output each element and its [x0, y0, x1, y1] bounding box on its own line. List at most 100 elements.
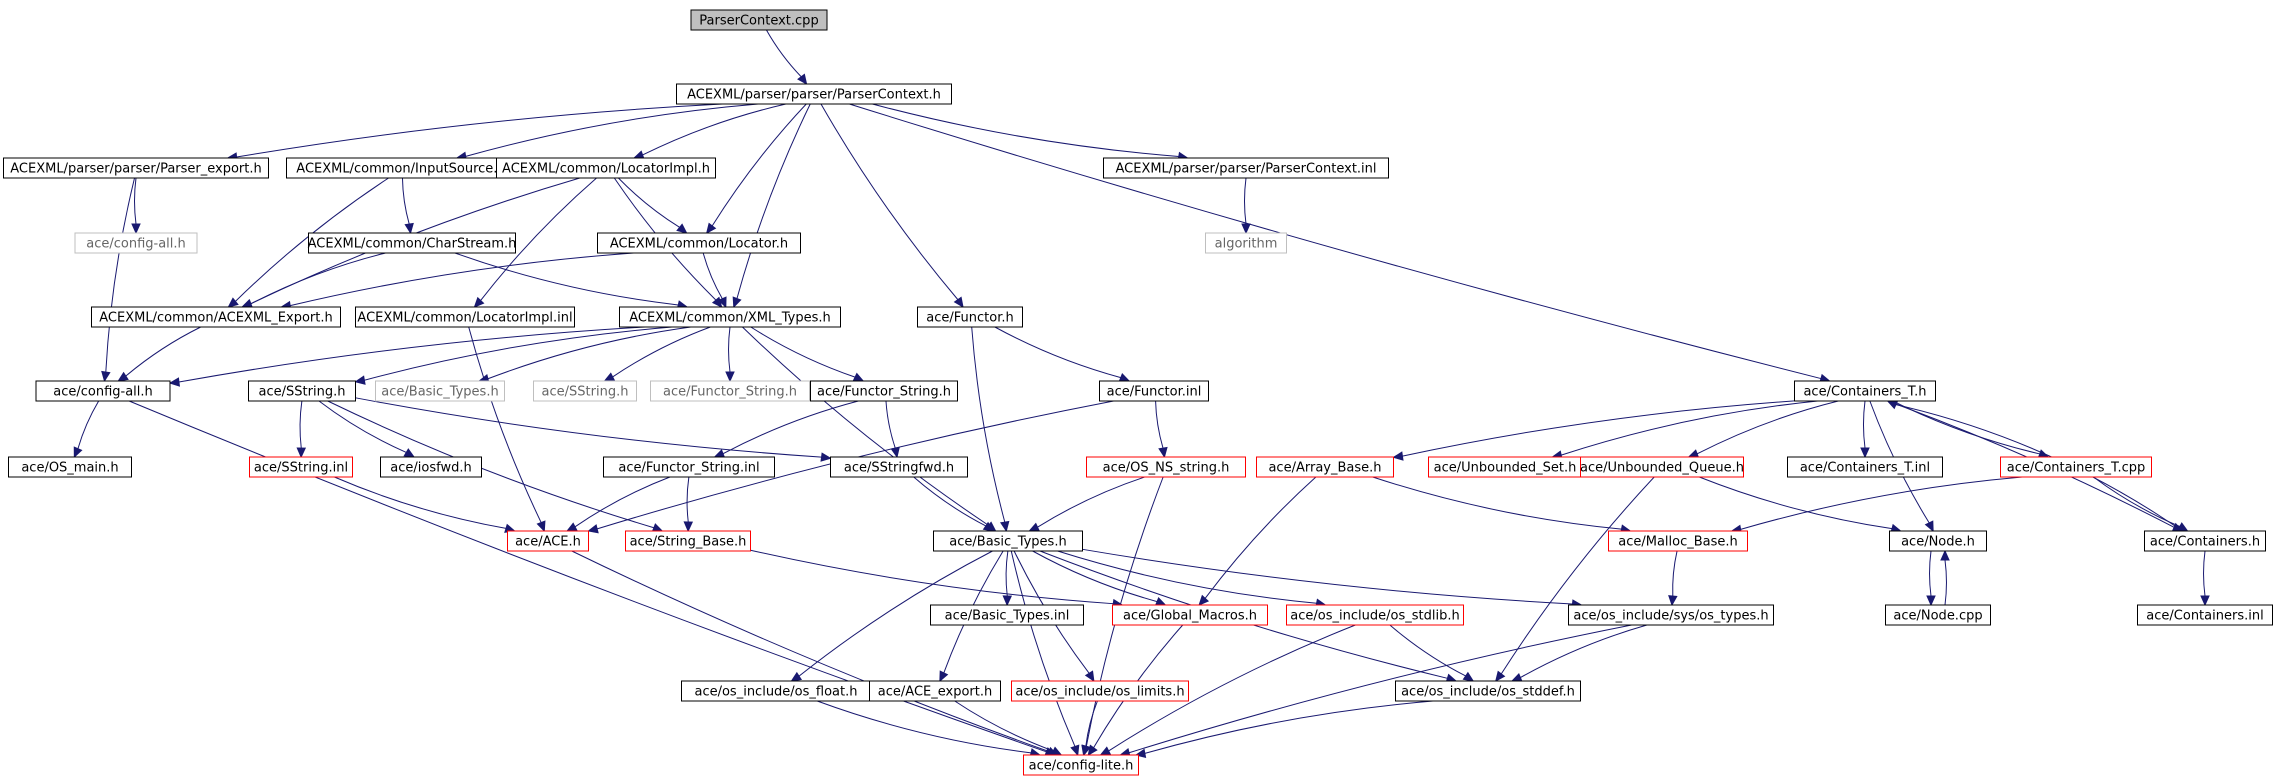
- node-label: ace/config-all.h: [86, 237, 186, 252]
- edge-xmlt-to-bt: [742, 326, 997, 532]
- node-label: ace/SString.inl: [254, 461, 348, 476]
- edge-strbase-to-gmac: [750, 549, 1124, 609]
- node-box: [690, 9, 828, 31]
- node-box: [375, 380, 505, 402]
- node-label: ace/Node.h: [1901, 535, 1975, 550]
- node-label: ace/SString.h: [259, 385, 346, 400]
- node-ace-unbounded-set-h[interactable]: ace/Unbounded_Set.h: [1428, 456, 1582, 478]
- node-acexml-common-xml-types-h[interactable]: ACEXML/common/XML_Types.h: [619, 306, 841, 328]
- node-acexml-common-acexml-export-h[interactable]: ACEXML/common/ACEXML_Export.h: [91, 306, 341, 328]
- edge-xmlt-to-fstr: [750, 326, 865, 382]
- node-ace-basic-types-inl[interactable]: ace/Basic_Types.inl: [930, 604, 1084, 626]
- node-box: [507, 530, 589, 552]
- node-label: ace/OS_main.h: [21, 461, 118, 476]
- node-label: ACEXML/parser/parser/ParserContext.h: [687, 88, 941, 103]
- node-ace-functor-string-inl[interactable]: ace/Functor_String.inl: [603, 456, 775, 478]
- edge-pch-to-xmlt: [732, 103, 811, 309]
- edge-bt-to-gmac: [1032, 550, 1167, 606]
- node-ace-node-cpp[interactable]: ace/Node.cpp: [1885, 604, 1991, 626]
- edge-limplinl-to-ace: [468, 326, 546, 533]
- node-acexml-common-charstream-h[interactable]: ACEXML/common/CharStream.h: [308, 232, 517, 254]
- node-label: ace/String_Base.h: [630, 535, 747, 550]
- edge-abase-to-gmac: [1198, 476, 1317, 606]
- node-label: ace/config-lite.h: [1029, 759, 1134, 774]
- edge-xmlt-to-sstrx: [603, 326, 711, 382]
- node-ace-os-include-os-stddef-h[interactable]: ace/os_include/os_stddef.h: [1395, 680, 1581, 702]
- node-box: [1794, 380, 1936, 402]
- node-box: [869, 680, 1001, 702]
- node-label: ace/Functor_String.h: [817, 385, 951, 400]
- edge-ctt-to-uset: [1551, 400, 1818, 460]
- edge-ctt-to-abase: [1392, 400, 1795, 461]
- node-ace-functor-string-h[interactable]: ace/Functor_String.h: [810, 380, 958, 402]
- edge-pch-to-functor: [820, 103, 964, 309]
- node-ace-node-h[interactable]: ace/Node.h: [1889, 530, 1987, 552]
- node-label: ace/Functor.inl: [1107, 385, 1202, 400]
- node-ace-os-ns-string-h[interactable]: ace/OS_NS_string.h: [1086, 456, 1246, 478]
- node-ace-functor-inl[interactable]: ace/Functor.inl: [1099, 380, 1209, 402]
- node-acexml-parser-parser-parsercontext-inl[interactable]: ACEXML/parser/parser/ParserContext.inl: [1103, 157, 1389, 179]
- node-label: ace/SString.h: [542, 385, 629, 400]
- node-ace-os-include-os-stdlib-h[interactable]: ace/os_include/os_stdlib.h: [1286, 604, 1464, 626]
- node-ace-containers-t-h[interactable]: ace/Containers_T.h: [1794, 380, 1936, 402]
- node-acexml-common-locator-h[interactable]: ACEXML/common/Locator.h: [597, 232, 801, 254]
- node-box: [1086, 456, 1246, 478]
- node-ace-array-base-h[interactable]: ace/Array_Base.h: [1256, 456, 1394, 478]
- node-label: ace/Basic_Types.inl: [945, 609, 1070, 624]
- node-label: ace/Unbounded_Set.h: [1434, 461, 1577, 476]
- edge-fstr-to-sstrfwd: [885, 400, 900, 459]
- node-ace-string-base-h[interactable]: ace/String_Base.h: [625, 530, 751, 552]
- node-box: [1205, 232, 1287, 254]
- edge-pexp-to-cfgall1: [131, 177, 141, 235]
- node-ace-config-lite-h[interactable]: ace/config-lite.h: [1023, 754, 1139, 776]
- node-acexml-common-locatorimpl-h[interactable]: ACEXML/common/LocatorImpl.h: [496, 157, 716, 179]
- node-label: ACEXML/common/LocatorImpl.inl: [357, 311, 572, 326]
- edge-pch-to-limpl: [632, 103, 787, 160]
- node-ace-os-include-os-limits-h[interactable]: ace/os_include/os_limits.h: [1011, 680, 1189, 702]
- node-label: ace/Node.cpp: [1893, 609, 1982, 624]
- edge-functor-to-finl: [994, 326, 1131, 382]
- node-ace-containers-t-cpp[interactable]: ace/Containers_T.cpp: [2000, 456, 2152, 478]
- node-box: [1889, 530, 1987, 552]
- node-ace-os-include-sys-os-types-h[interactable]: ace/os_include/sys/os_types.h: [1568, 604, 1774, 626]
- node-ace-sstringfwd-h[interactable]: ace/SStringfwd.h: [830, 456, 968, 478]
- edge-ctt-to-cttinl: [1860, 400, 1870, 459]
- node-ace-sstring-h: ace/SString.h: [533, 380, 637, 402]
- node-acexml-parser-parser-parser-export-h[interactable]: ACEXML/parser/parser/Parser_export.h: [3, 157, 269, 179]
- edge-cfgall-to-osmain: [73, 400, 100, 459]
- node-ace-os-main-h[interactable]: ace/OS_main.h: [8, 456, 132, 478]
- node-acexml-common-locatorimpl-inl[interactable]: ACEXML/common/LocatorImpl.inl: [355, 306, 575, 328]
- node-acexml-parser-parser-parsercontext-h[interactable]: ACEXML/parser/parser/ParserContext.h: [676, 83, 952, 105]
- node-ace-basic-types-h[interactable]: ace/Basic_Types.h: [933, 530, 1083, 552]
- node-ace-ace-h[interactable]: ace/ACE.h: [507, 530, 589, 552]
- node-ace-sstring-inl[interactable]: ace/SString.inl: [249, 456, 353, 478]
- node-box: [830, 456, 968, 478]
- node-parsercontext-cpp[interactable]: ParserContext.cpp: [690, 9, 828, 31]
- node-ace-unbounded-queue-h[interactable]: ace/Unbounded_Queue.h: [1580, 456, 1744, 478]
- node-box: [308, 232, 516, 254]
- node-ace-sstring-h[interactable]: ace/SString.h: [248, 380, 356, 402]
- node-acexml-common-inputsource-h[interactable]: ACEXML/common/InputSource.h: [286, 157, 516, 179]
- node-ace-containers-t-inl[interactable]: ace/Containers_T.inl: [1787, 456, 1943, 478]
- node-ace-basic-types-h: ace/Basic_Types.h: [375, 380, 505, 402]
- edge-pch-to-loc: [705, 103, 807, 234]
- node-ace-global-macros-h[interactable]: ace/Global_Macros.h: [1112, 604, 1268, 626]
- node-ace-ace-export-h[interactable]: ace/ACE_export.h: [869, 680, 1001, 702]
- node-label: ace/Containers_T.inl: [1800, 461, 1930, 476]
- edge-chstr-to-xmlt: [454, 252, 689, 310]
- node-ace-malloc-base-h[interactable]: ace/Malloc_Base.h: [1608, 530, 1748, 552]
- node-ace-containers-h[interactable]: ace/Containers.h: [2144, 530, 2266, 552]
- node-box: [91, 306, 341, 328]
- node-ace-containers-inl[interactable]: ace/Containers.inl: [2137, 604, 2273, 626]
- node-label: ACEXML/parser/parser/Parser_export.h: [10, 162, 261, 177]
- node-box: [1395, 680, 1581, 702]
- node-ace-os-include-os-float-h[interactable]: ace/os_include/os_float.h: [681, 680, 871, 702]
- node-ace-functor-h[interactable]: ace/Functor.h: [917, 306, 1023, 328]
- node-ace-iosfwd-h[interactable]: ace/iosfwd.h: [380, 456, 482, 478]
- node-box: [1103, 157, 1389, 179]
- node-label: ace/os_include/os_stddef.h: [1401, 685, 1575, 700]
- node-ace-config-all-h[interactable]: ace/config-all.h: [35, 380, 171, 402]
- edge-ace-to-cfglite: [571, 550, 1059, 756]
- node-box: [1787, 456, 1943, 478]
